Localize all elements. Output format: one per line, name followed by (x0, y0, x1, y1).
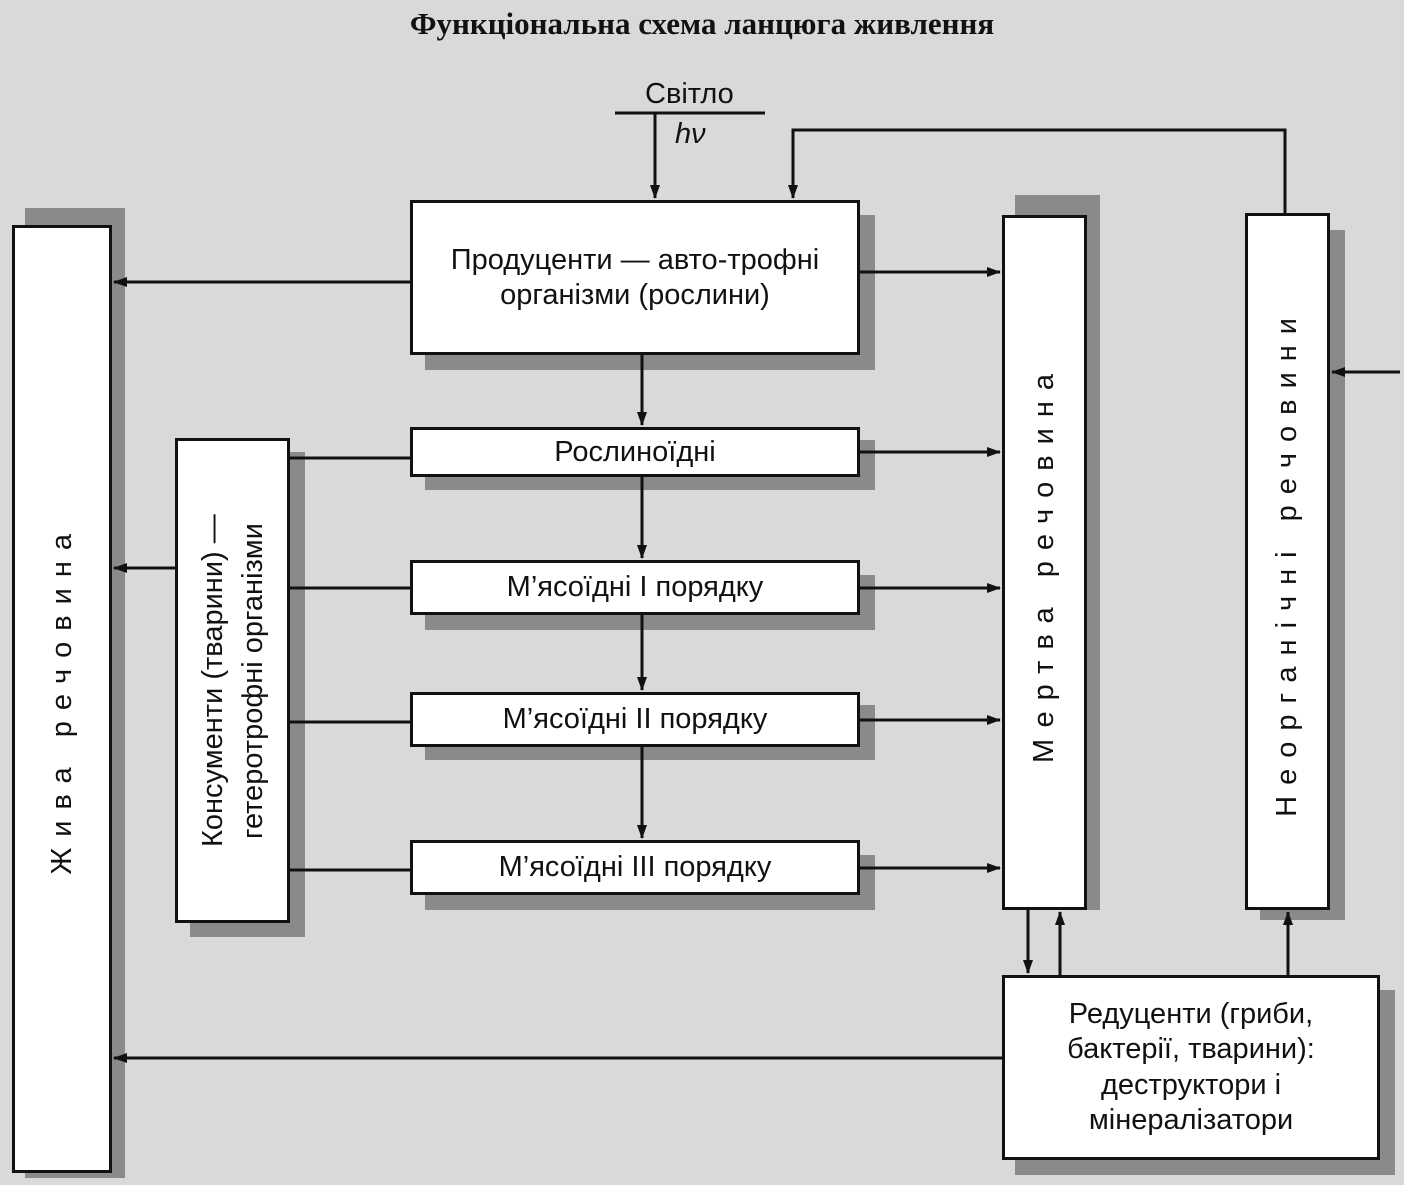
carnivores2-label: М’ясоїдні II порядку (502, 703, 768, 736)
dead-matter-box: Мертва речовина (1002, 215, 1087, 910)
producers-label: Продуценти — авто-трофні організми (росл… (450, 244, 820, 311)
herbivores-label: Рослиноїдні (554, 435, 716, 468)
carnivores2-box: М’ясоїдні II порядку (410, 692, 860, 747)
consumers-box: Консументи (тварини) — гетеротрофні орга… (175, 438, 290, 923)
carnivores3-box: М’ясоїдні III порядку (410, 840, 860, 895)
consumers-label: Консументи (тварини) — гетеротрофні орга… (196, 514, 269, 847)
herbivores-box: Рослиноїдні (410, 427, 860, 477)
carnivores1-box: М’ясоїдні I порядку (410, 560, 860, 615)
carnivores1-label: М’ясоїдні I порядку (506, 571, 764, 604)
dead-matter-label: Мертва речовина (1028, 362, 1061, 763)
inorganic-matter-box: Неорганічні речовини (1245, 213, 1330, 910)
reducers-box: Редуценти (гриби, бактерії, тварини): де… (1002, 975, 1380, 1160)
diagram-title: Функціональна схема ланцюга живлення (409, 6, 995, 41)
reducers-label: Редуценти (гриби, бактерії, тварини): де… (1067, 997, 1315, 1136)
inorganic-matter-label: Неорганічні речовини (1271, 306, 1304, 817)
light-symbol: hν (675, 118, 706, 150)
light-label: Світло (645, 78, 734, 110)
producers-box: Продуценти — авто-трофні організми (росл… (410, 200, 860, 355)
carnivores3-label: М’ясоїдні III порядку (498, 851, 772, 884)
living-matter-label: Жива речовина (45, 523, 78, 875)
living-matter-box: Жива речовина (12, 225, 112, 1173)
